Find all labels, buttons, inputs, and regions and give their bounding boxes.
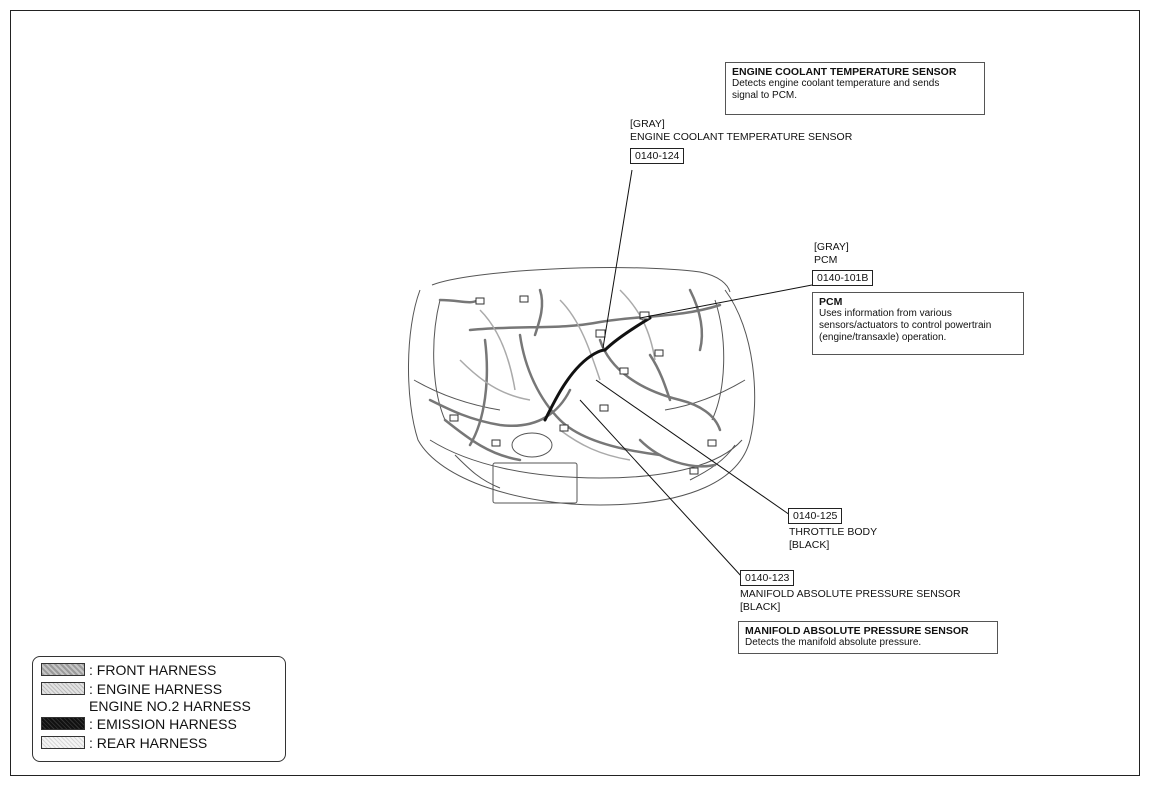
legend-emission-label: : EMISSION HARNESS bbox=[89, 716, 237, 732]
legend-engine-label: : ENGINE HARNESS bbox=[89, 681, 223, 697]
engine-harness-swatch bbox=[41, 682, 85, 695]
legend-row-engine: : ENGINE HARNESS bbox=[41, 681, 222, 698]
ect-description-box: ENGINE COOLANT TEMPERATURE SENSOR Detect… bbox=[725, 62, 985, 115]
ect-description-title: ENGINE COOLANT TEMPERATURE SENSOR bbox=[732, 66, 957, 78]
ect-wire-color: [GRAY] bbox=[630, 118, 665, 130]
rear-harness-swatch bbox=[41, 736, 85, 749]
map-connector-code: 0140-123 bbox=[740, 570, 795, 586]
diagram-frame bbox=[10, 10, 1140, 776]
legend-row-rear: : REAR HARNESS bbox=[41, 735, 207, 752]
throttle-connector-code: 0140-125 bbox=[788, 508, 843, 524]
pcm-description-title: PCM bbox=[819, 296, 843, 308]
emission-harness-swatch bbox=[41, 717, 85, 730]
pcm-wire-color: [GRAY] bbox=[814, 241, 849, 253]
legend-rear-label: : REAR HARNESS bbox=[89, 735, 208, 751]
map-connector-name: MANIFOLD ABSOLUTE PRESSURE SENSOR bbox=[740, 588, 961, 600]
pcm-connector-name: PCM bbox=[814, 254, 838, 266]
legend-engine-no2-label: ENGINE NO.2 HARNESS bbox=[89, 698, 251, 714]
legend-row-front: : FRONT HARNESS bbox=[41, 662, 216, 679]
ect-connector-name: ENGINE COOLANT TEMPERATURE SENSOR bbox=[630, 131, 853, 143]
ect-connector-code: 0140-124 bbox=[630, 148, 685, 164]
legend-row-emission: : EMISSION HARNESS bbox=[41, 716, 237, 733]
throttle-connector-name: THROTTLE BODY bbox=[789, 526, 878, 538]
ect-description-body: Detects engine coolant temperature and s… bbox=[732, 78, 940, 101]
pcm-description-body: Uses information from various sensors/ac… bbox=[819, 308, 992, 343]
map-description-box: MANIFOLD ABSOLUTE PRESSURE SENSOR Detect… bbox=[738, 621, 998, 654]
map-wire-color: [BLACK] bbox=[740, 601, 781, 613]
front-harness-swatch bbox=[41, 663, 85, 676]
map-description-title: MANIFOLD ABSOLUTE PRESSURE SENSOR bbox=[745, 625, 969, 637]
pcm-connector-code: 0140-101B bbox=[812, 270, 874, 286]
legend-front-label: : FRONT HARNESS bbox=[89, 662, 217, 678]
harness-legend: : FRONT HARNESS : ENGINE HARNESS ENGINE … bbox=[32, 656, 286, 762]
pcm-description-box: PCM Uses information from various sensor… bbox=[812, 292, 1024, 355]
map-description-body: Detects the manifold absolute pressure. bbox=[745, 637, 922, 648]
throttle-wire-color: [BLACK] bbox=[789, 539, 830, 551]
